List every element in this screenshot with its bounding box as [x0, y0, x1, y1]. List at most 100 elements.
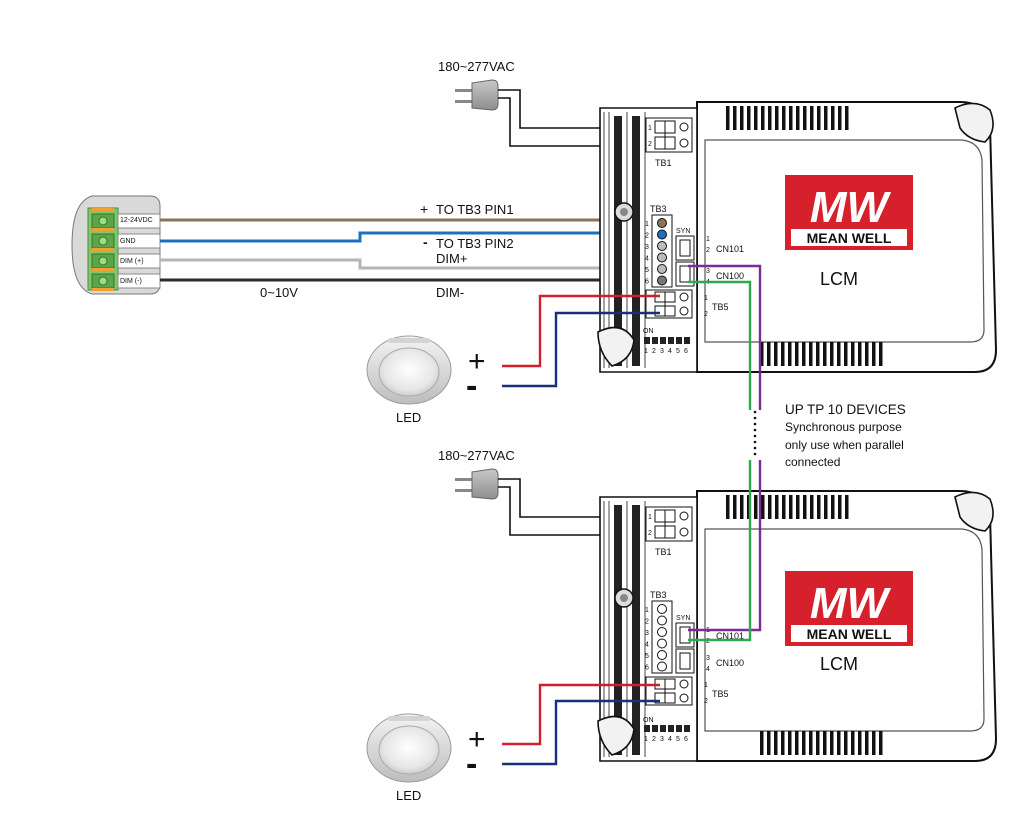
cn-pin-2-u2: 2	[706, 638, 710, 645]
vent-slot	[865, 342, 869, 366]
syn-label-u2: SYN	[676, 615, 690, 622]
dip-switch	[652, 725, 658, 732]
vent-slot	[879, 342, 883, 366]
vent-slot	[845, 106, 849, 130]
tb3-pin-number: 1	[645, 607, 649, 614]
tb3-pin-screw	[657, 638, 667, 649]
vent-slot	[768, 495, 772, 519]
tb1-pin-2-u2: 2	[648, 530, 652, 537]
vent-slot	[774, 342, 778, 366]
continuation-dot	[753, 422, 757, 426]
tb5-pin-2-u2: 2	[704, 698, 708, 705]
terminal-screw-icon	[98, 256, 108, 266]
brand-name-2: MEAN WELL	[807, 626, 892, 642]
terminal-screw-icon	[98, 216, 108, 226]
tb5-pin-1-u2: 1	[704, 682, 708, 689]
vent-slot	[795, 342, 799, 366]
vent-slot	[733, 495, 737, 519]
label-dim-range: 0~10V	[260, 285, 298, 300]
tb3-pin-screw	[657, 252, 667, 263]
tb3-pin-number: 5	[645, 267, 649, 274]
vent-slot	[858, 731, 862, 755]
tb3-pin-screw	[657, 650, 667, 660]
label-dim-minus: DIM-	[436, 285, 464, 300]
tb3-pin-number: 4	[645, 642, 649, 649]
tb1-pin-2: 2	[648, 141, 652, 148]
vent-slot	[810, 106, 814, 130]
led-label-2: LED	[396, 788, 421, 803]
led-label-1: LED	[396, 410, 421, 425]
wire-gnd	[160, 231, 660, 243]
ac-plug-icon	[455, 79, 499, 111]
tb3-pin-number: 1	[645, 221, 649, 228]
vent-slot	[823, 342, 827, 366]
vent-slot	[830, 342, 834, 366]
dip-switch	[676, 337, 682, 344]
cn-pin-4-u2: 4	[706, 666, 710, 673]
dip-number: 6	[684, 348, 688, 355]
tb3-pin-number: 4	[645, 256, 649, 263]
tb3-pin-screw	[657, 661, 667, 672]
tb3-pin-screw	[657, 627, 667, 637]
continuation-dot	[753, 452, 757, 456]
tb3-pin-number: 2	[645, 233, 649, 240]
tb5-pin-2: 2	[704, 311, 708, 318]
continuation-dot	[753, 446, 757, 450]
vent-slot	[726, 106, 730, 130]
continuation-dot	[753, 428, 757, 432]
logo-mark: MW	[810, 183, 892, 232]
dip-switch	[668, 337, 674, 344]
vent-slot	[817, 495, 821, 519]
terminal-screw-icon	[98, 276, 108, 286]
ac-plug-icon	[455, 468, 499, 500]
cn100-label: CN100	[716, 271, 744, 281]
model-label-2: LCM	[820, 654, 858, 674]
vent-slot	[760, 731, 764, 755]
vent-slot	[844, 342, 848, 366]
tb5-label: TB5	[712, 302, 729, 312]
vent-slot	[844, 731, 848, 755]
ac-input-label-2: 180~277VAC	[438, 448, 515, 463]
cn101-label-u2: CN101	[716, 631, 744, 641]
tb1-pin-1-u2: 1	[648, 514, 652, 521]
tb3-pin-screw	[657, 604, 667, 614]
note-line-1: Synchronous purpose	[785, 420, 902, 434]
vent-slot	[831, 495, 835, 519]
dip-switch	[684, 725, 690, 732]
vent-slot	[775, 495, 779, 519]
vent-slot	[796, 495, 800, 519]
tb3-pin-number: 3	[645, 244, 649, 251]
vent-slot	[845, 495, 849, 519]
vent-slot	[747, 495, 751, 519]
cn-pin-3: 3	[706, 268, 710, 275]
dip-switch	[644, 725, 650, 732]
cn-pin-2: 2	[706, 247, 710, 254]
continuation-dot	[753, 410, 757, 414]
vent-slot	[726, 495, 730, 519]
tb3-pin-number: 5	[645, 653, 649, 660]
vent-slot	[789, 495, 793, 519]
vent-slot	[809, 731, 813, 755]
dip-number: 3	[660, 348, 664, 355]
wire-dim-plus	[160, 258, 660, 270]
vent-slot	[837, 342, 841, 366]
label-to-tb3-pin1: TO TB3 PIN1	[436, 202, 514, 217]
tb3-pin-number: 2	[645, 619, 649, 626]
tb3-pin-screw	[657, 218, 667, 228]
dip-number: 6	[684, 736, 688, 743]
vent-slot	[838, 495, 842, 519]
tb3-pin-number: 3	[645, 630, 649, 637]
terminal-divider	[92, 248, 114, 251]
vent-slot	[760, 342, 764, 366]
vent-slot	[767, 731, 771, 755]
vent-slot	[809, 342, 813, 366]
vent-slot	[803, 495, 807, 519]
led-minus-2: -	[466, 745, 477, 783]
tb3-pin-screw	[657, 275, 667, 286]
note-line-2: only use when parallel	[785, 438, 904, 452]
vent-slot	[788, 731, 792, 755]
vent-slot	[872, 731, 876, 755]
vent-slot	[816, 731, 820, 755]
